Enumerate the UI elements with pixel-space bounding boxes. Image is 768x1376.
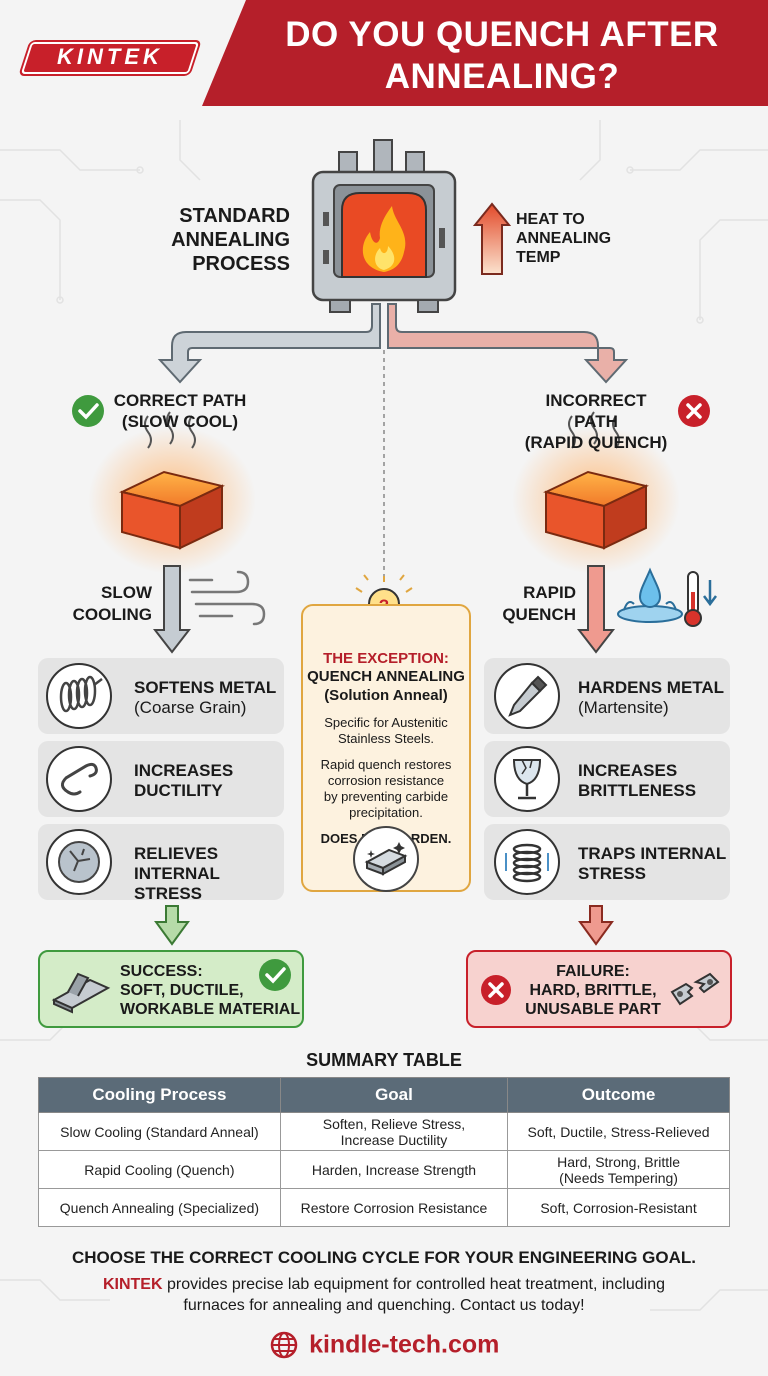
header: KINTEK DO YOU QUENCH AFTER ANNEALING? xyxy=(0,0,768,106)
exception-title: THE EXCEPTION: xyxy=(323,650,449,667)
rail-beam-icon xyxy=(48,960,114,1016)
success-check-icon xyxy=(259,959,291,991)
split-arrows xyxy=(157,303,629,384)
website-url[interactable]: kindle-tech.com xyxy=(309,1330,500,1359)
failure-arrow xyxy=(578,905,614,946)
table-header: Cooling Process xyxy=(38,1077,281,1113)
page-title: DO YOU QUENCH AFTER ANNEALING? xyxy=(285,15,719,96)
compressed-spring-icon xyxy=(494,829,560,895)
failure-result: FAILURE: HARD, BRITTLE, UNUSABLE PART xyxy=(466,950,732,1028)
incorrect-path-heading: INCORRECT PATH (RAPID QUENCH) xyxy=(524,391,668,452)
kintek-logo-text: KINTEK xyxy=(57,44,163,69)
rapid-quench-arrow xyxy=(576,565,616,654)
metal-bar-icon xyxy=(353,826,419,892)
effect-softens-metal: SOFTENS METAL(Coarse Grain) xyxy=(38,658,284,734)
summary-title: SUMMARY TABLE xyxy=(306,1050,462,1070)
website-link[interactable]: kindle-tech.com xyxy=(0,1330,768,1360)
exception-name: QUENCH ANNEALING xyxy=(307,668,465,685)
furnace-icon xyxy=(311,139,457,313)
hot-block-right-icon xyxy=(512,411,680,574)
globe-icon xyxy=(270,1331,297,1359)
chisel-icon xyxy=(494,663,560,729)
spring-coil-icon xyxy=(46,663,112,729)
broken-part-icon xyxy=(666,962,722,1018)
correct-path-heading: CORRECT PATH (SLOW COOL) xyxy=(113,391,247,431)
exception-card: THE EXCEPTION: QUENCH ANNEALING (Solutio… xyxy=(301,604,471,892)
footer-brand: KINTEK xyxy=(102,1276,163,1293)
table-row: Slow Cooling (Standard Anneal) Soften, R… xyxy=(38,1112,730,1151)
cracked-disc-icon xyxy=(46,829,112,895)
hot-block-left-icon xyxy=(88,411,256,574)
success-result: SUCCESS: SOFT, DUCTILE, WORKABLE MATERIA… xyxy=(38,950,304,1028)
water-splash-icon xyxy=(617,567,683,623)
failure-x-icon xyxy=(481,975,511,1005)
rapid-quench-label: RAPID QUENCH xyxy=(502,583,576,624)
success-arrow xyxy=(154,905,190,946)
slow-cooling-label: SLOW COOLING xyxy=(72,583,152,624)
table-header: Goal xyxy=(279,1077,509,1113)
title-banner xyxy=(202,0,768,106)
heat-up-arrow xyxy=(472,202,512,275)
bent-wire-icon xyxy=(46,746,112,812)
effect-hardens-metal: HARDENS METAL(Martensite) xyxy=(484,658,730,734)
broken-glass-icon xyxy=(494,746,560,812)
exception-sub: (Solution Anneal) xyxy=(324,687,448,704)
summary-table: Cooling Process Goal Outcome Slow Coolin… xyxy=(38,1077,730,1227)
thermometer-icon xyxy=(684,571,717,627)
footer-text: KINTEK provides precise lab equipment fo… xyxy=(102,1276,666,1314)
table-row: Quench Annealing (Specialized) Restore C… xyxy=(38,1188,730,1227)
slow-cool-arrow xyxy=(152,565,192,654)
wind-icon xyxy=(188,570,266,626)
standard-annealing-label: STANDARD ANNEALING PROCESS xyxy=(171,205,290,275)
heat-to-temp-label: HEAT TO ANNEALING TEMP xyxy=(516,211,612,266)
cta-headline: CHOOSE THE CORRECT COOLING CYCLE FOR YOU… xyxy=(71,1248,696,1267)
table-header: Outcome xyxy=(507,1077,730,1113)
check-icon xyxy=(72,395,104,427)
table-row: Rapid Cooling (Quench) Harden, Increase … xyxy=(38,1150,730,1189)
